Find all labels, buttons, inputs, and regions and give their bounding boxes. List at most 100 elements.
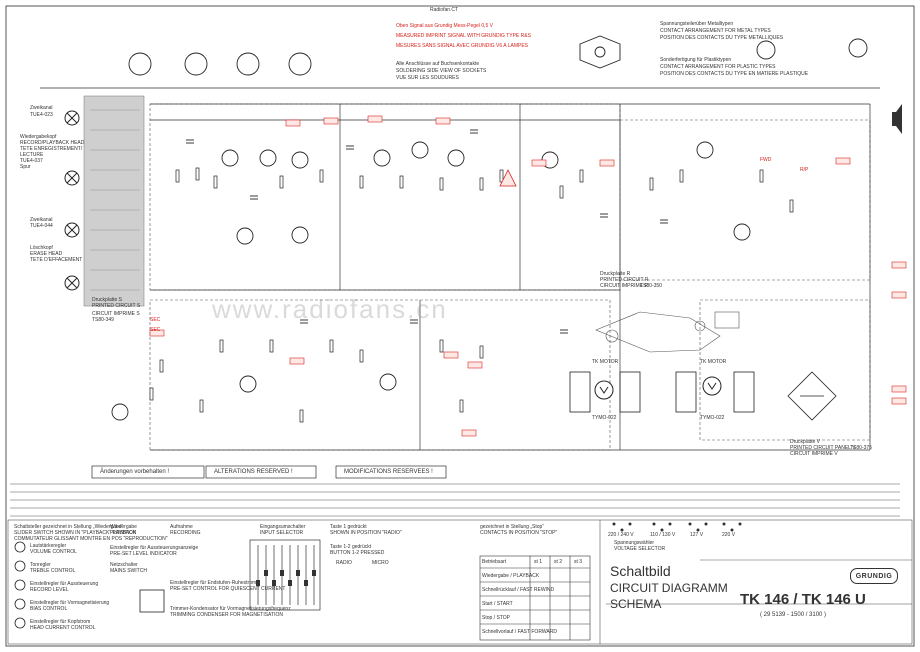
pcb-s-label-1: Druckplatte S — [92, 297, 123, 303]
input-selector-1: Eingangsumschalter — [260, 524, 306, 530]
pcb-r-label-2: PRINTED CIRCUIT R — [600, 277, 649, 283]
head-switch-panel — [83, 95, 145, 307]
radio-label: RADIO — [336, 560, 352, 566]
red-note-rp: R/P — [800, 167, 809, 173]
erase-head-label-2: TUE4-044 — [30, 223, 53, 229]
brand-logo: GRUNDIG — [850, 568, 898, 584]
metal-types-1: Spannungsteilerüber Metalltypen — [660, 21, 734, 27]
voltage-4: 220 V — [722, 532, 736, 538]
voltage-selector-2: VOLTAGE SELECTOR — [614, 546, 666, 552]
legend-r55-2: PRE-SET CONTROL FOR QUIESCENT CURRENT — [170, 586, 286, 592]
header-red-note-2: MEASURED IMPRINT SIGNAL WITH GRUNDIG TYP… — [396, 33, 531, 39]
erase-head-label-1: Zweikanal — [30, 217, 53, 223]
legend-bias-2: BIAS CONTROL — [30, 606, 68, 612]
pcb-s-label-2: PRINTED CIRCUIT S — [92, 303, 141, 309]
revisions-mid: ALTERATIONS RESERVED ! — [214, 469, 293, 475]
op-table-col-3: st 3 — [574, 559, 583, 565]
title-schaltbild: Schaltbild — [610, 563, 671, 579]
legend-c65-2: TRIMMING CONDENSER FOR MAGNETISATION — [170, 612, 283, 618]
pb-head-label-1: Wiedergabekopf — [20, 134, 57, 140]
header-note-3: VUE SUR LES SOUDURES — [396, 75, 459, 81]
motor-2-label: TK MOTOR — [700, 359, 727, 365]
legend-r18-2: MAINS SWITCH — [110, 568, 147, 574]
title-model: TK 146 / TK 146 U — [740, 591, 866, 608]
motor-1-label: TK MOTOR — [592, 359, 619, 365]
op-row-1: Wiedergabe / PLAYBACK — [482, 573, 540, 579]
stop-pos-2: CONTACTS IN POSITION "STOP" — [480, 530, 558, 536]
din-socket-3 — [236, 52, 260, 76]
revisions-left: Änderungen vorbehalten ! — [100, 469, 170, 475]
op-table-header: Betriebsart — [482, 559, 507, 565]
mode-record-2: RECORDING — [170, 530, 201, 536]
pcb-r-label-3: CIRCUIT IMPRIME R — [600, 283, 648, 289]
pcb-v-label-3: CIRCUIT IMPRIME V — [790, 451, 838, 457]
speaker-symbol — [892, 104, 902, 134]
header-note-1: Alle Anschlüsse auf Buchsenkontakte — [396, 61, 480, 67]
input-selector-2: INPUT SELECTOR — [260, 530, 304, 536]
revisions-right: MODIFICATIONS RESERVEES ! — [344, 469, 433, 475]
legend-r55-1: Einstellregler für Endstufen-Ruhestrom — [170, 580, 257, 586]
legend-rec-1: Einstellregler für Aussteuerung — [30, 581, 99, 587]
pcb-v-label-2: PRINTED CIRCUIT PANEL V — [790, 445, 856, 451]
pb-head-label-3: TETE ENREGISTREMENT/ — [20, 146, 83, 152]
pb-head-label-4: LECTURE — [20, 152, 44, 158]
plastic-types-2: CONTACT ARRANGEMENT FOR PLASTIC TYPES — [660, 64, 776, 70]
plastic-types-1: Sonderfertigung für Plastiktypen — [660, 57, 732, 63]
op-row-3: Start / START — [482, 601, 513, 607]
pcb-v-label-4: TS80-375 — [850, 445, 872, 451]
legend-r18-1: Netzschalter — [110, 562, 138, 568]
loesch-head-label-1: Löschkopf — [30, 245, 53, 251]
rec-head-label-1: Zweikanal — [30, 105, 53, 111]
legend-treble-1: Tonregler — [30, 562, 51, 568]
loesch-head-label-2: ERASE HEAD — [30, 251, 63, 257]
pcb-v-outline — [699, 299, 871, 441]
red-note-sec-1: SEC — [150, 327, 161, 333]
pcb-v-label-1: Druckplatte V — [790, 439, 821, 445]
red-voltage-tags — [149, 115, 907, 437]
pcb-r-label-4: TS80-350 — [640, 283, 662, 289]
pcb-r-label-1: Druckplatte R — [600, 271, 631, 277]
mode-playback-1: Wiedergabe — [110, 524, 137, 530]
switch-note-2: SLIDER SWITCH SHOWN IN "PLAYBACK" POSITI… — [14, 530, 137, 536]
title-schema: SCHEMA — [610, 597, 662, 611]
radio-pos-2: SHOWN IN POSITION "RADIO" — [330, 530, 402, 536]
watermark: www.radiofans.cn — [212, 294, 448, 324]
header-red-note-3: MESURES SANS SIGNAL AVEC GRUNDIG V6 A LA… — [396, 43, 528, 49]
header-small-ref: Radiofan.CT — [430, 7, 459, 13]
plastic-types-3: POSITION DES CONTACTS DU TYPE EN MATIERE… — [660, 71, 809, 77]
op-row-5: Schnellvorlauf / FAST FORWARD — [482, 629, 557, 635]
din-socket-2 — [184, 52, 208, 76]
voltage-2: 110 / 130 V — [650, 532, 676, 538]
legend-treble-2: TREBLE CONTROL — [30, 568, 76, 574]
op-row-2: Schnellrücklauf / FAST REWIND — [482, 587, 555, 593]
legend-bias-1: Einstellregler für Vormagnetisierung — [30, 600, 110, 606]
pcb-s-label-3: CIRCUIT IMPRIME S — [92, 311, 140, 317]
micro-label: MICRO — [372, 560, 389, 566]
legend-r16-2: PRE-SET LEVEL INDICATOR — [110, 551, 177, 557]
outer-frame — [5, 5, 915, 647]
red-note-fwd: FWD — [760, 157, 772, 163]
header-note-2: SOLDERING SIDE VIEW OF SOCKETS — [396, 68, 487, 74]
motor-1-sub: TYMO-022 — [592, 415, 617, 421]
op-row-4: Stop / STOP — [482, 615, 510, 621]
legend-volume-1: Lautstärkeregler — [30, 543, 67, 549]
rec-head-label-2: TUE4-023 — [30, 112, 53, 118]
legend-volume-2: VOLUME CONTROL — [30, 549, 77, 555]
loesch-head-label-3: TETE D'EFFACEMENT — [30, 257, 83, 263]
switch-note-3: COMMUTATEUR GLISSANT MONTRE EN POS "REPR… — [14, 536, 168, 542]
legend-c65-1: Trimmer-Kondensator für Vormagnetisierun… — [170, 606, 291, 612]
legend-rec-2: RECORD LEVEL — [30, 587, 69, 593]
title-circuit: CIRCUIT DIAGRAMM — [610, 581, 728, 595]
taste-1: Taste 1-2 gedrückt — [330, 544, 372, 550]
din-socket-4 — [288, 52, 312, 76]
header-red-note-1: Oben Signal aus Grundig Mess-Pegel 0,5 V — [396, 23, 493, 29]
switch-note-1: Schaltsteller gezeichnet in Stellung „Wi… — [14, 524, 124, 530]
mode-record-1: Aufnahme — [170, 524, 193, 530]
title-doc-no: ( 29 5139 - 1500 / 3100 ) — [760, 612, 827, 618]
legend-head-1: Einstellregler für Kopfstrom — [30, 619, 91, 625]
taste-2: BUTTON 1-2 PRESSED — [330, 550, 385, 556]
radio-pos-1: Taste 1 gedrückt — [330, 524, 367, 530]
mode-playback-2: PLAYBACK — [110, 530, 137, 536]
voltage-selector-1: Spannungswähler — [614, 540, 655, 546]
